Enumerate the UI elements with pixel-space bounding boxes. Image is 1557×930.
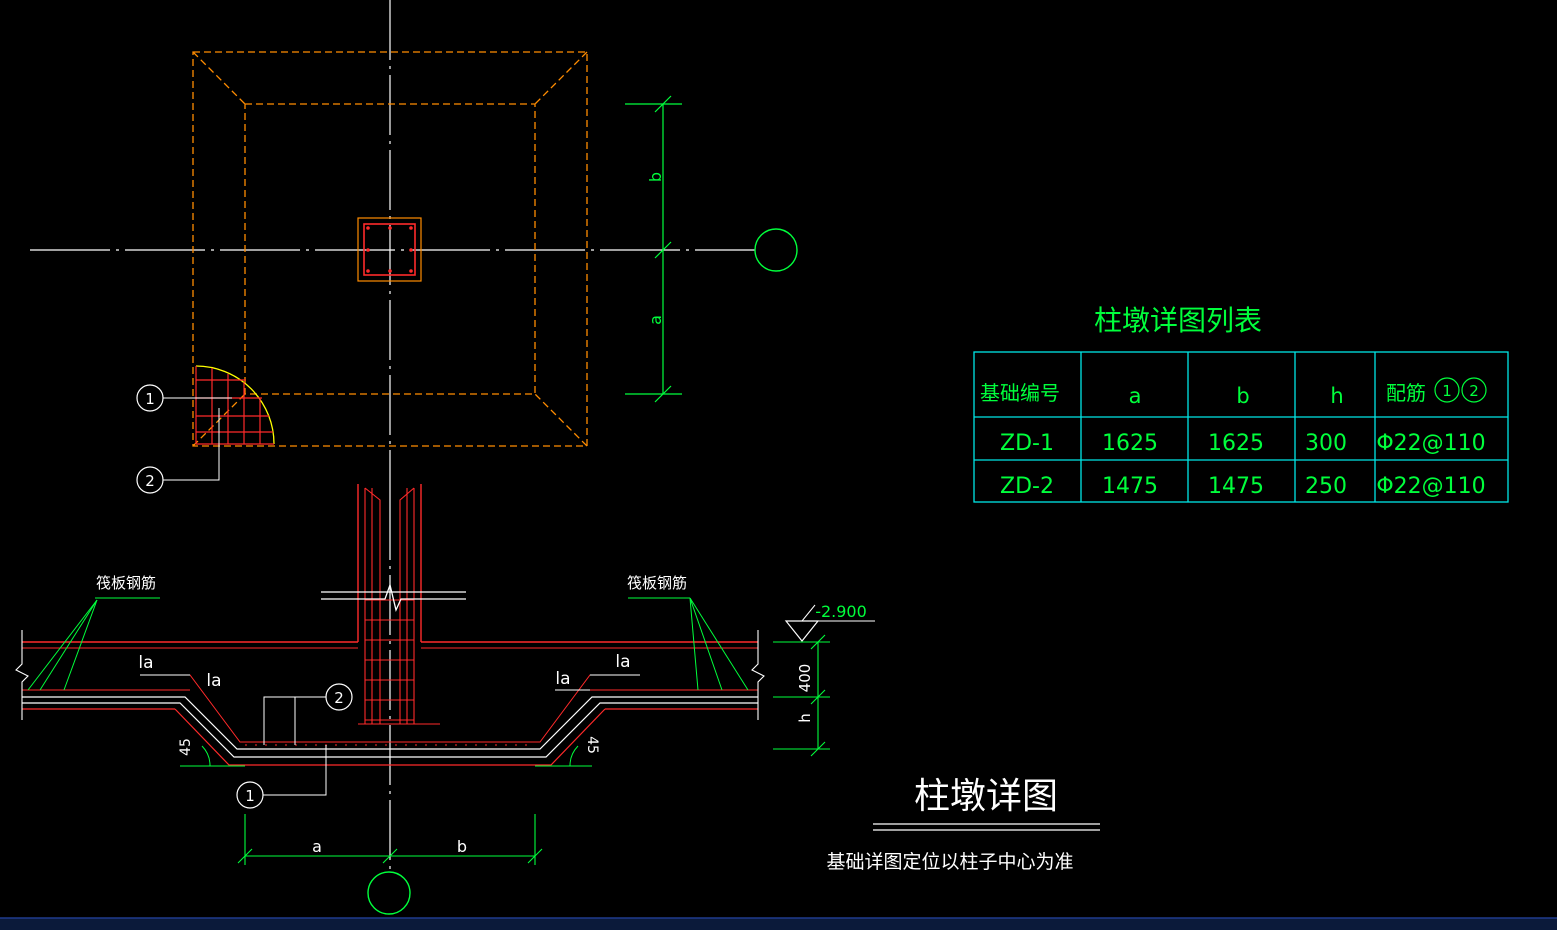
table-cell: ZD-2 — [1000, 474, 1054, 499]
table-header-circle-1: 1 — [1442, 382, 1452, 400]
plan-axis-bubble — [754, 228, 798, 272]
svg-text:b: b — [457, 837, 467, 856]
svg-text:1: 1 — [145, 390, 155, 408]
plan-inner-boundary — [244, 103, 536, 395]
table-cell: 1475 — [1208, 474, 1264, 499]
drawing-title-block: 柱墩详图 基础详图定位以柱子中心为准 — [826, 776, 1100, 873]
plan-dim-b: b — [646, 172, 665, 182]
svg-text:1: 1 — [245, 787, 255, 805]
svg-text:a: a — [312, 837, 322, 856]
svg-text:45: 45 — [178, 738, 194, 756]
drawing-title: 柱墩详图 — [914, 776, 1058, 817]
column-break-line — [321, 582, 466, 612]
plan-diagonal-br — [534, 393, 588, 447]
la-label: la — [138, 653, 153, 673]
section-height-dimension: 400 h — [773, 634, 830, 757]
table-cell: 1475 — [1102, 474, 1158, 499]
la-label: la — [615, 652, 630, 672]
table-header-h: h — [1330, 384, 1343, 408]
plan-view: 1 2 b a — [30, 0, 798, 500]
raft-rebar-label-right: 筏板钢筋 — [627, 574, 687, 592]
plan-diagonal-tl — [192, 51, 246, 105]
plan-dimension-right: b a — [625, 95, 682, 403]
angle-right: 45 — [535, 736, 600, 767]
table-header-rebar: 配筋 — [1386, 381, 1426, 405]
la-label: la — [555, 669, 570, 689]
section-axis-bubble — [367, 871, 411, 915]
section-view: 筏板钢筋 筏板钢筋 la la la la 45 45 — [15, 484, 875, 915]
bottom-bar — [0, 918, 1557, 930]
table-header-code: 基础编号 — [980, 381, 1060, 405]
plan-diagonal-tr — [534, 51, 588, 105]
drawing-note: 基础详图定位以柱子中心为准 — [826, 851, 1073, 873]
la-label: la — [206, 671, 221, 691]
section-callout-2: 2 — [263, 683, 353, 745]
plan-callout-2: 2 — [136, 408, 220, 494]
table-cell: Φ22@110 — [1376, 431, 1485, 456]
table-header-circle-2: 2 — [1469, 382, 1479, 400]
plan-column — [357, 217, 422, 282]
plan-dim-a: a — [646, 315, 665, 325]
svg-text:45: 45 — [584, 736, 600, 754]
svg-text:h: h — [796, 713, 814, 723]
table-header-a: a — [1129, 384, 1142, 408]
table-cell: Φ22@110 — [1376, 474, 1485, 499]
section-bottom-dimension: a b — [237, 814, 543, 865]
raft-rebar-label-left: 筏板钢筋 — [96, 574, 156, 592]
table-cell: 250 — [1305, 474, 1347, 499]
plan-outer-boundary — [192, 51, 588, 447]
angle-left: 45 — [178, 738, 245, 767]
svg-text:-2.900: -2.900 — [815, 602, 867, 621]
svg-text:2: 2 — [145, 472, 155, 490]
table-title: 柱墩详图列表 — [1094, 304, 1262, 337]
section-callout-1: 1 — [236, 745, 327, 809]
table-cell: ZD-1 — [1000, 431, 1054, 456]
table-cell: 1625 — [1208, 431, 1264, 456]
plan-rebar-detail — [195, 365, 275, 445]
table-cell: 1625 — [1102, 431, 1158, 456]
table-cell: 300 — [1305, 431, 1347, 456]
svg-text:400: 400 — [796, 664, 814, 693]
schedule-table: 柱墩详图列表 基础编号 a b h 配筋 1 2 ZD-1 1625 1625 … — [973, 304, 1509, 503]
plan-callout-1: 1 — [136, 384, 232, 412]
elevation-mark: -2.900 — [784, 602, 875, 642]
table-header-b: b — [1236, 384, 1249, 408]
svg-text:2: 2 — [334, 689, 344, 707]
